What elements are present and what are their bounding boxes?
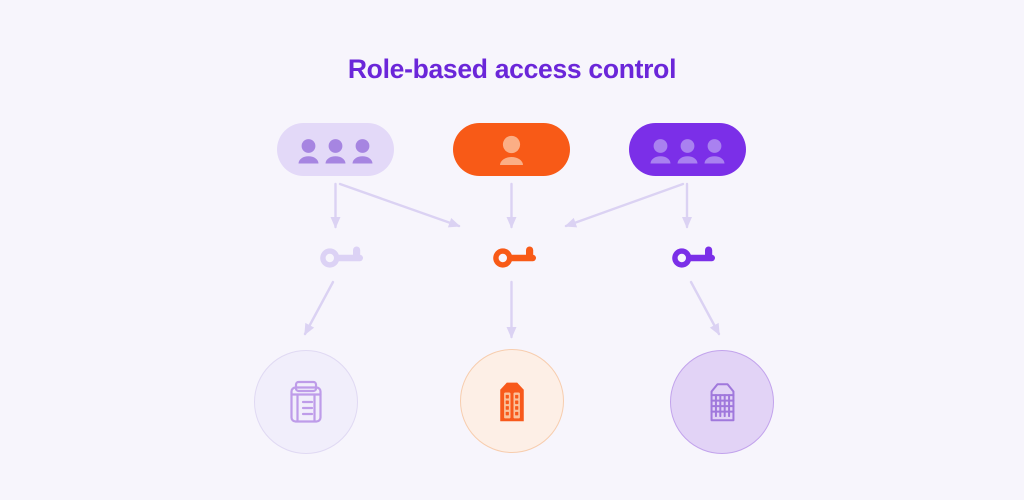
arrow-group-lavender-to-key-orange [338,182,461,228]
arrow-group-purple-to-key-orange [564,182,685,228]
key-icon [493,246,536,268]
key-orange [493,242,539,268]
building-icon [290,380,322,423]
resource-orange [460,349,564,453]
user-group-orange [453,123,570,176]
key-purple [672,242,718,268]
users-icon [650,139,725,164]
key-icon [672,246,715,268]
diagram-title: Role-based access control [347,54,677,84]
user-icon [500,135,523,165]
user-group-lavender [277,123,394,176]
arrow-key-purple-to-resource-purple [689,280,721,336]
key-lavender [320,242,366,268]
resource-purple [670,350,774,454]
arrow-key-lavender-to-resource-lavender [303,280,335,336]
building-icon [500,382,524,422]
users-icon [298,139,373,164]
resource-lavender [254,350,358,454]
user-group-purple [629,123,746,176]
building-icon [710,383,734,422]
key-icon [320,246,363,268]
